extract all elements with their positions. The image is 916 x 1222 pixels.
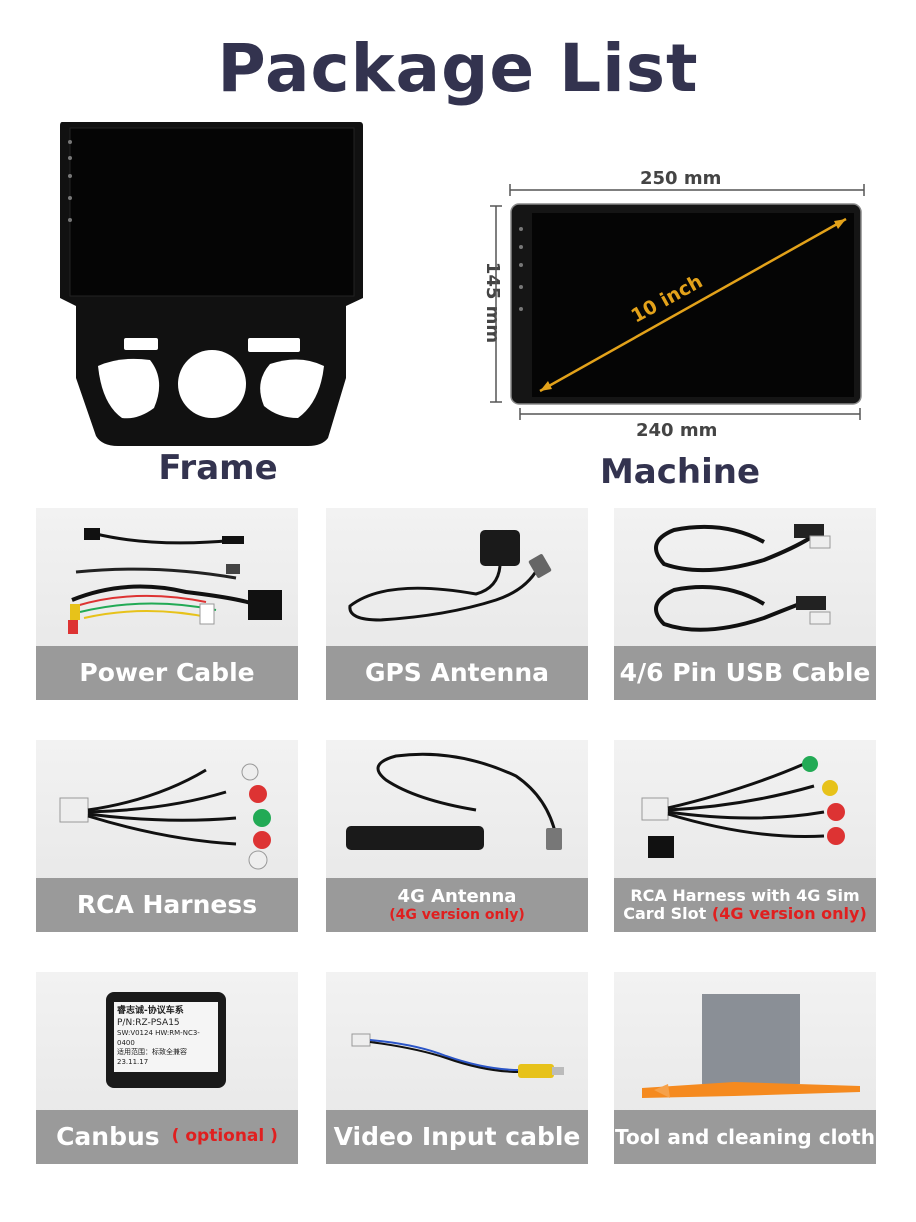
canbus-sticker-line1: 睿志诚-协议车系 xyxy=(117,1006,184,1016)
item-card-rca-harness-4g: RCA Harness with 4G Sim Card Slot (4G ve… xyxy=(614,740,876,932)
item-card-video-input: Video Input cable xyxy=(326,972,588,1164)
tool-cloth-image xyxy=(642,994,860,1098)
width-top-arrow xyxy=(509,184,865,196)
usb-cable-label-bar: 4/6 Pin USB Cable xyxy=(614,646,876,700)
rca-harness-label: RCA Harness xyxy=(76,889,258,919)
tool-cloth-label: Tool and cleaning cloth xyxy=(615,1124,875,1149)
rca-harness-4g-label-bar: RCA Harness with 4G Sim Card Slot (4G ve… xyxy=(614,878,876,932)
canbus-sticker-line4: 适用范围：标致全兼容 23.11.17 xyxy=(117,1048,187,1066)
item-card-4g-antenna: 4G Antenna (4G version only) xyxy=(326,740,588,932)
power-cable-label: Power Cable xyxy=(79,657,255,687)
item-card-usb-cable: 4/6 Pin USB Cable xyxy=(614,508,876,700)
item-card-power-cable: Power Cable xyxy=(36,508,298,700)
item-card-canbus: 睿志诚-协议车系 P/N:RZ-PSA15 SW:V0124 HW:RM-NC3… xyxy=(36,972,298,1164)
frame-caption: Frame xyxy=(158,448,278,488)
video-input-image xyxy=(351,1033,564,1078)
item-card-tool-cloth: Tool and cleaning cloth xyxy=(614,972,876,1164)
video-input-label: Video Input cable xyxy=(333,1121,581,1151)
usb-cable-image xyxy=(654,524,831,632)
gps-antenna-image xyxy=(348,530,552,622)
power-cable-label-bar: Power Cable xyxy=(36,646,298,700)
usb-cable-label: 4/6 Pin USB Cable xyxy=(619,657,871,687)
page-title: Package List xyxy=(217,30,699,107)
rca-harness-label-bar: RCA Harness xyxy=(36,878,298,932)
tool-cloth-label-bar: Tool and cleaning cloth xyxy=(614,1110,876,1164)
4g-antenna-image xyxy=(346,752,562,850)
canbus-box-image: 睿志诚-协议车系 P/N:RZ-PSA15 SW:V0124 HW:RM-NC3… xyxy=(106,992,226,1088)
canbus-label: Canbus xyxy=(56,1121,160,1151)
width-top-label: 250 mm xyxy=(640,168,722,189)
machine-caption: Machine xyxy=(599,452,761,492)
machine-image xyxy=(510,203,862,405)
4g-antenna-note: (4G version only) xyxy=(389,907,525,924)
canbus-sticker-line3: SW:V0124 HW:RM-NC3-0400 xyxy=(117,1029,200,1047)
rca-harness-image xyxy=(59,763,271,870)
width-bottom-label: 240 mm xyxy=(636,420,718,441)
4g-antenna-label: 4G Antenna xyxy=(397,885,517,907)
canbus-label-bar: Canbus ( optional ) xyxy=(36,1110,298,1164)
width-bottom-arrow xyxy=(519,408,861,420)
gps-antenna-label: GPS Antenna xyxy=(364,657,550,687)
gps-antenna-label-bar: GPS Antenna xyxy=(326,646,588,700)
rca-harness-4g-image xyxy=(641,756,845,858)
canbus-sticker-line2: P/N:RZ-PSA15 xyxy=(117,1018,180,1029)
canbus-note: ( optional ) xyxy=(171,1126,278,1147)
rca-harness-4g-label-line1: RCA Harness with 4G Sim xyxy=(630,885,860,905)
canbus-sticker: 睿志诚-协议车系 P/N:RZ-PSA15 SW:V0124 HW:RM-NC3… xyxy=(114,1002,218,1072)
item-card-rca-harness: RCA Harness xyxy=(36,740,298,932)
4g-antenna-label-bar: 4G Antenna (4G version only) xyxy=(326,878,588,932)
power-cable-image xyxy=(68,528,282,634)
item-card-gps-antenna: GPS Antenna xyxy=(326,508,588,700)
video-input-label-bar: Video Input cable xyxy=(326,1110,588,1164)
rca-harness-4g-note: (4G version only) xyxy=(711,904,867,923)
rca-harness-4g-label-line2: Card Slot xyxy=(623,904,707,923)
frame-image xyxy=(60,122,363,446)
height-arrow xyxy=(490,205,502,403)
